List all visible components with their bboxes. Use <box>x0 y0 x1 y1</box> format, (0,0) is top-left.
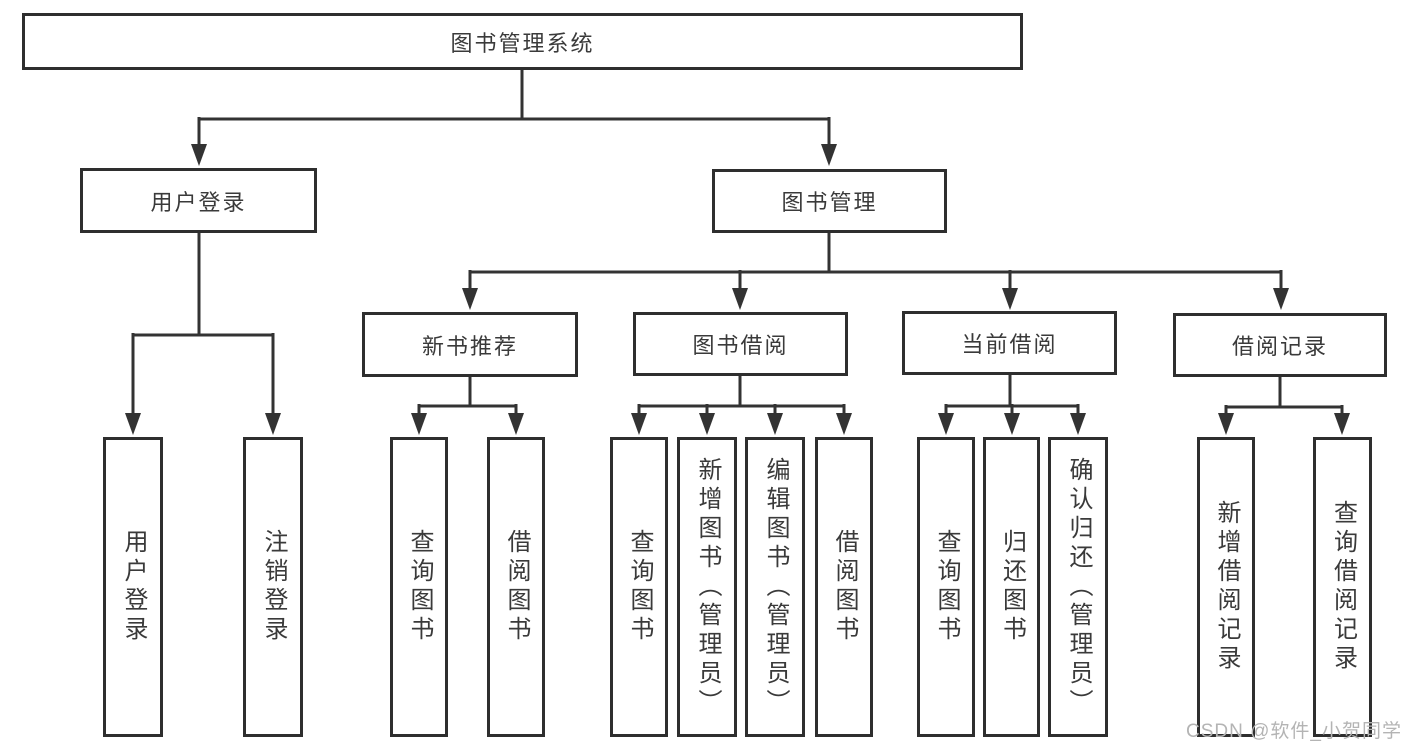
leaf-query-books-recommend: 查询图书 <box>390 437 448 737</box>
node-user-login: 用户登录 <box>80 168 317 233</box>
node-current-borrow-label: 当前借阅 <box>961 332 1058 357</box>
node-user-login-label: 用户登录 <box>150 189 247 215</box>
node-root-label: 图书管理系统 <box>450 30 595 56</box>
leaf-add-borrow-record: 新增借阅记录 <box>1197 437 1255 737</box>
leaf-query-books-current-label: 查询图书 <box>933 529 960 645</box>
leaf-borrow-books-recommend-label: 借阅图书 <box>503 529 530 645</box>
leaf-query-books-recommend-label: 查询图书 <box>406 529 433 645</box>
leaf-confirm-return-admin-label: 确认归还（管理员） <box>1065 456 1092 718</box>
leaf-logout-login-label: 注销登录 <box>260 529 287 645</box>
leaf-return-books: 归还图书 <box>983 437 1040 737</box>
leaf-edit-books-admin: 编辑图书（管理员） <box>745 437 805 737</box>
node-current-borrow: 当前借阅 <box>902 311 1117 375</box>
node-new-book-recommend-label: 新书推荐 <box>421 333 518 359</box>
node-book-borrow: 图书借阅 <box>633 312 848 376</box>
node-borrow-record: 借阅记录 <box>1173 313 1387 377</box>
leaf-add-books-admin-label: 新增图书（管理员） <box>694 456 721 718</box>
leaf-user-login-label: 用户登录 <box>120 529 147 645</box>
leaf-borrow-books-borrow-label: 借阅图书 <box>831 529 858 645</box>
node-book-borrow-label: 图书借阅 <box>692 333 789 358</box>
leaf-query-borrow-record-label: 查询借阅记录 <box>1329 500 1357 674</box>
arrowhead-icons <box>125 144 1350 435</box>
leaf-return-books-label: 归还图书 <box>998 529 1026 645</box>
node-book-management-label: 图书管理 <box>781 190 878 215</box>
leaf-borrow-books-recommend: 借阅图书 <box>487 437 545 737</box>
leaf-logout-login: 注销登录 <box>243 437 303 737</box>
leaf-query-books-current: 查询图书 <box>917 437 975 737</box>
leaf-query-books-borrow-label: 查询图书 <box>626 529 653 645</box>
leaf-query-borrow-record: 查询借阅记录 <box>1313 437 1372 737</box>
node-book-management: 图书管理 <box>712 169 947 233</box>
node-root-system: 图书管理系统 <box>22 13 1023 70</box>
node-new-book-recommend: 新书推荐 <box>362 312 578 377</box>
leaf-borrow-books-borrow: 借阅图书 <box>815 437 873 737</box>
leaf-query-books-borrow: 查询图书 <box>610 437 668 737</box>
leaf-add-borrow-record-label: 新增借阅记录 <box>1213 500 1240 674</box>
csdn-watermark: CSDN @软件_小贺同学 <box>1186 721 1402 742</box>
node-borrow-record-label: 借阅记录 <box>1231 334 1328 359</box>
leaf-edit-books-admin-label: 编辑图书（管理员） <box>762 456 789 718</box>
leaf-add-books-admin: 新增图书（管理员） <box>677 437 737 737</box>
leaf-confirm-return-admin: 确认归还（管理员） <box>1048 437 1108 737</box>
leaf-user-login: 用户登录 <box>103 437 163 737</box>
